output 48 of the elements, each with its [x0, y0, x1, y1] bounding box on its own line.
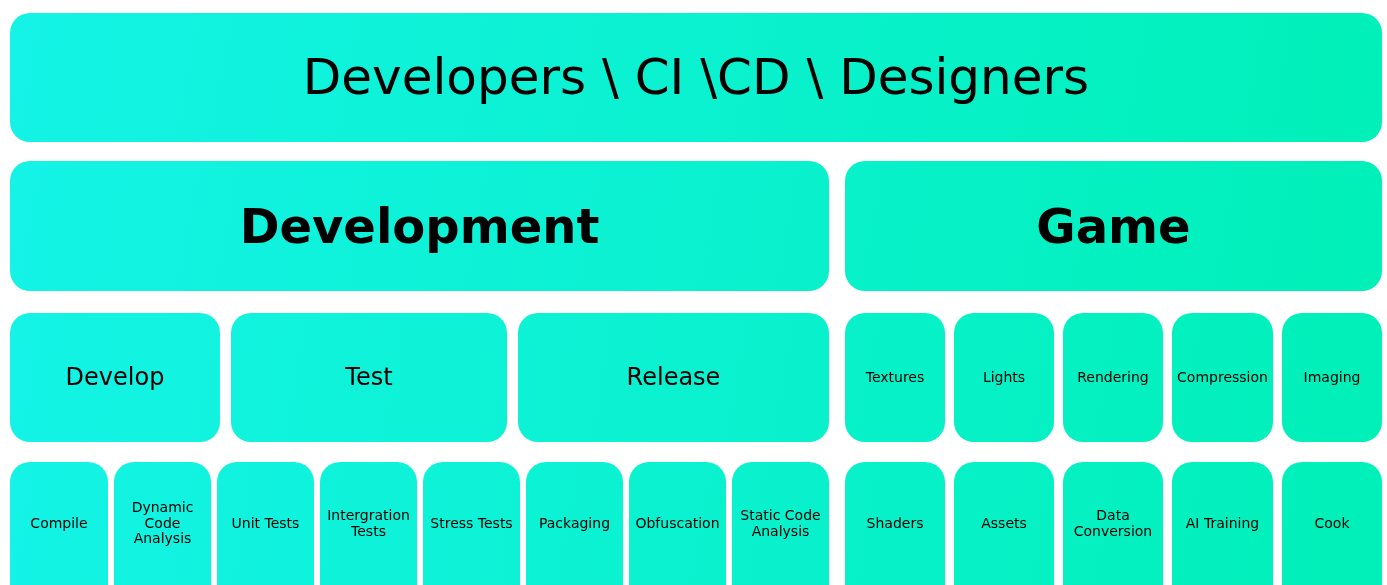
box-label: Compile: [30, 515, 88, 532]
box-label: Lights: [982, 369, 1026, 386]
box-label: Test: [345, 364, 393, 391]
box-label: Data Conversion: [1072, 508, 1154, 539]
box-label: Game: [1036, 199, 1191, 253]
box-label: Develop: [65, 364, 165, 391]
box-label: Compression: [1177, 369, 1268, 386]
category-box: [954, 313, 1054, 442]
box-label: Intergration Tests: [326, 508, 411, 539]
category-box: [845, 462, 945, 585]
category-box: [10, 161, 829, 291]
box-label: Assets: [981, 515, 1027, 532]
category-box: [526, 462, 623, 585]
box-label: Release: [626, 364, 721, 391]
box-label: Rendering: [1077, 369, 1149, 386]
box-label: Dynamic Code Analysis: [130, 500, 195, 547]
header-banner: [10, 13, 1382, 142]
category-box: [954, 462, 1054, 585]
category-box: [1172, 313, 1273, 442]
category-box: [629, 462, 726, 585]
box-label: Packaging: [538, 515, 611, 532]
box-label: Unit Tests: [231, 515, 300, 532]
category-box: [518, 313, 829, 442]
category-box: [1063, 462, 1163, 585]
category-box: [10, 462, 108, 585]
box-label: Developers \ CI \CD \ Designers: [302, 50, 1090, 105]
box-label: Obfuscation: [635, 515, 720, 532]
category-box: [231, 313, 507, 442]
category-box: [845, 161, 1382, 291]
category-box: [10, 313, 220, 442]
box-label: Stress Tests: [430, 515, 513, 532]
category-box: [732, 462, 829, 585]
category-box: [114, 462, 211, 585]
category-box: [1172, 462, 1273, 585]
box-label: Cook: [1314, 515, 1350, 532]
box-label: Static Code Analysis: [739, 508, 822, 539]
category-box: [320, 462, 417, 585]
box-label: Shaders: [866, 515, 924, 532]
category-box: [423, 462, 520, 585]
category-box: [1063, 313, 1163, 442]
category-box: [217, 462, 314, 585]
box-label: AI Training: [1185, 515, 1260, 532]
category-box: [845, 313, 945, 442]
category-box: [1282, 313, 1382, 442]
box-label: Imaging: [1303, 369, 1361, 386]
box-label: Textures: [865, 369, 925, 386]
box-label: Development: [239, 199, 600, 253]
category-box: [1282, 462, 1382, 585]
